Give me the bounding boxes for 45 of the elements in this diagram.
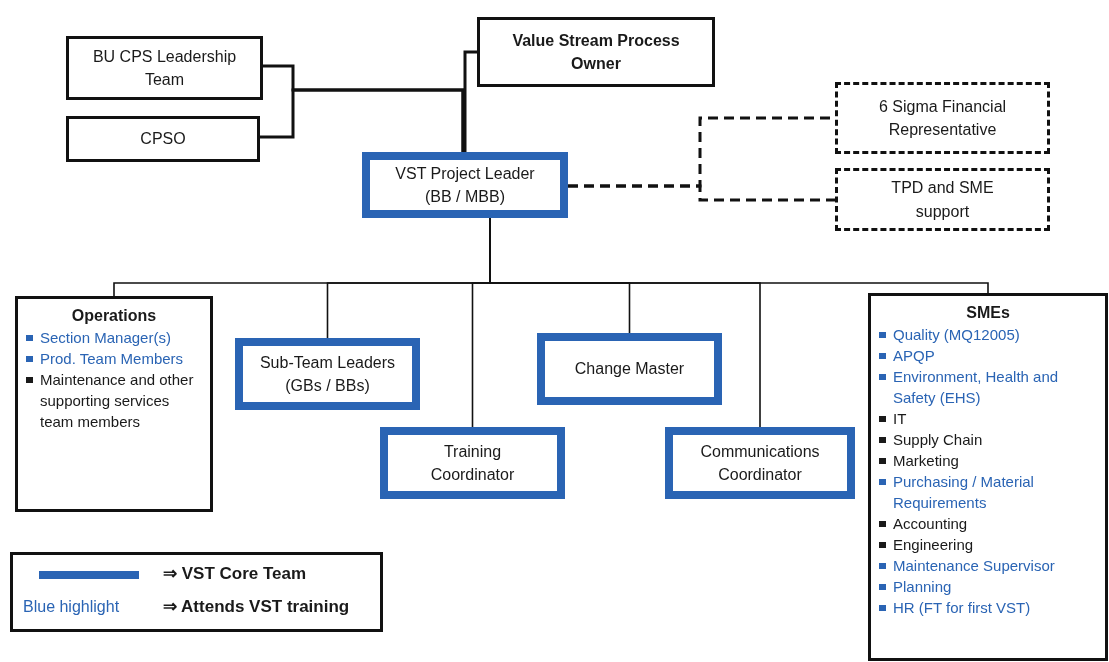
list-item: Quality (MQ12005) [879, 324, 1097, 346]
list-item: Planning [879, 576, 1097, 598]
list-item: Purchasing / Material Requirements [879, 471, 1097, 514]
legend-sample-text: Blue highlight [23, 598, 120, 616]
node-label: Training Coordinator [429, 441, 516, 485]
node-label: Value Stream Process Owner [511, 30, 681, 74]
role-box [15, 296, 213, 512]
list-item: Supply Chain [879, 429, 1097, 451]
role-box [477, 17, 715, 87]
list-item: IT [879, 408, 1097, 430]
role-box [66, 116, 260, 162]
connector-line [260, 88, 465, 152]
list-item: Accounting [879, 513, 1097, 535]
list-item: Maintenance and other supporting services team members [26, 369, 202, 433]
core-team-box [380, 427, 565, 499]
core-team-box [235, 338, 420, 410]
node-label: VST Project Leader (BB / MBB) [394, 163, 536, 207]
list-item: Section Manager(s) [26, 327, 202, 349]
core-team-box [362, 152, 568, 218]
connector-line [463, 50, 477, 152]
list-item: Maintenance Supervisor [879, 555, 1097, 577]
role-box [868, 293, 1108, 661]
node-label: TPD and SME support [890, 178, 995, 222]
list-item: Prod. Team Members [26, 348, 202, 370]
node-label: 6 Sigma Financial Representative [877, 96, 1008, 140]
list-item: APQP [879, 345, 1097, 367]
list-heading: SMEs [965, 303, 1011, 323]
role-box [66, 36, 263, 100]
node-label: Sub-Team Leaders (GBs / BBs) [258, 352, 397, 396]
list-item: Engineering [879, 534, 1097, 556]
core-team-box [537, 333, 722, 405]
node-label: Change Master [574, 359, 685, 380]
support-box [835, 82, 1050, 154]
list-item: Marketing [879, 450, 1097, 472]
legend-label: ⇒ Attends VST training [163, 596, 350, 617]
dashed-connector [568, 184, 835, 202]
list-heading: Operations [70, 306, 158, 326]
node-label: BU CPS Leadership Team [91, 46, 238, 90]
support-box [835, 168, 1050, 231]
node-label: Communications Coordinator [699, 441, 821, 485]
node-label: CPSO [140, 129, 186, 150]
legend-label: ⇒ VST Core Team [163, 563, 307, 584]
core-team-box [665, 427, 855, 499]
list-item: HR (FT for first VST) [879, 597, 1097, 619]
list-item: Environment, Health and Safety (EHS) [879, 366, 1097, 409]
